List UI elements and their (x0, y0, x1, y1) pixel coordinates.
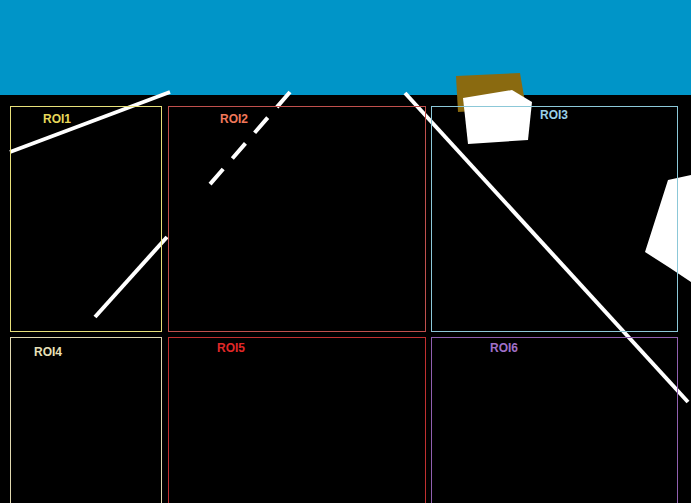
roi-label: ROI4 (34, 346, 62, 358)
roi-label: ROI5 (217, 342, 245, 354)
sky-band (0, 0, 691, 95)
roi-box: ROI2 (168, 106, 426, 332)
lane-line (95, 237, 167, 317)
roi-box: ROI5 (168, 337, 426, 503)
roi-label: ROI1 (43, 113, 71, 125)
vehicle-cube (463, 90, 532, 144)
roi-label: ROI2 (220, 113, 248, 125)
lane-line (10, 92, 170, 152)
roi-box: ROI1 (10, 106, 162, 332)
roi-box: ROI3 (431, 106, 678, 332)
roi-label: ROI6 (490, 342, 518, 354)
roi-box: ROI4 (10, 337, 162, 503)
lane-line (405, 93, 688, 402)
roi-label: ROI3 (540, 109, 568, 121)
vehicle-side (645, 175, 691, 282)
roi-box: ROI6 (431, 337, 678, 503)
road-ground (0, 95, 691, 503)
